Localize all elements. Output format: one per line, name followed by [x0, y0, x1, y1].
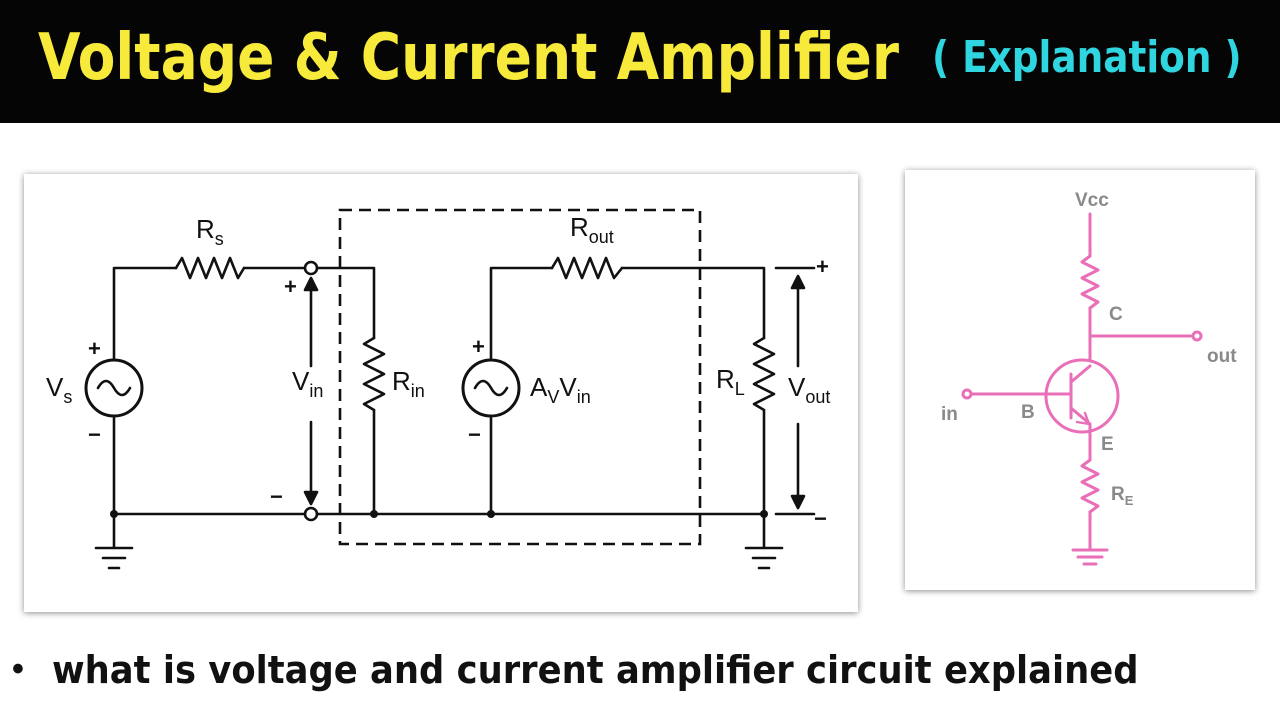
wire-rout-to-load: [620, 266, 766, 340]
ground-left-icon: [94, 512, 134, 570]
sign-vout-plus: +: [816, 254, 829, 279]
sign-vs-plus: +: [88, 336, 101, 361]
label-base: B: [1021, 402, 1035, 423]
sign-av-plus: +: [472, 334, 485, 359]
label-vs: Vs: [46, 372, 72, 407]
wire-source-top: [112, 266, 178, 516]
label-rin: Rin: [392, 366, 425, 401]
transistor-body: [1044, 358, 1120, 434]
caption-bullet: •: [12, 650, 24, 688]
resistor-emitter: [1080, 458, 1100, 514]
sign-vs-minus: −: [88, 422, 101, 447]
label-rl: RL: [716, 364, 745, 399]
label-rs: Rs: [196, 214, 224, 249]
source-vs-wave: [96, 379, 132, 397]
source-vs: [84, 358, 144, 418]
terminal-in-bottom: [303, 506, 319, 522]
transistor-circuit-diagram: Vcc C out in B E RE: [941, 190, 1237, 566]
wire-dep-source: [489, 266, 554, 516]
label-av-vin: AVVin: [530, 372, 591, 407]
amplifier-circuit-diagram: Rs Rout Vs Vin Rin AVVin RL Vout + − + −…: [46, 208, 830, 570]
terminal-in-top: [303, 260, 319, 276]
transistor-base: [967, 372, 1073, 420]
label-re: RE: [1111, 484, 1134, 508]
source-av-vin: [461, 358, 521, 418]
label-vcc: Vcc: [1075, 190, 1109, 211]
label-vin: Vin: [292, 366, 323, 401]
resistor-rl: [752, 336, 776, 412]
transistor-circuit-panel: Vcc C out in B E RE: [905, 170, 1255, 590]
wire-in-top: [315, 266, 376, 340]
label-rout: Rout: [570, 212, 614, 247]
terminal-out: [1191, 330, 1203, 342]
label-vout: Vout: [788, 372, 830, 407]
sign-vin-plus: +: [284, 274, 297, 299]
amplifier-circuit-panel: Rs Rout Vs Vin Rin AVVin RL Vout + − + −…: [24, 174, 858, 612]
page-subtitle: ( Explanation ): [932, 32, 1242, 83]
resistor-rs: [174, 256, 246, 280]
sign-vout-minus: −: [814, 506, 827, 531]
sign-vin-minus: −: [270, 484, 283, 509]
label-emitter: E: [1101, 434, 1114, 455]
page-title: Voltage & Current Amplifier: [38, 21, 899, 95]
label-out: out: [1207, 346, 1237, 367]
ground-icon: [1071, 548, 1109, 566]
transistor-collector-lead: [1069, 364, 1092, 384]
title-banner: Voltage & Current Amplifier ( Explanatio…: [0, 0, 1280, 123]
resistor-rout: [550, 256, 624, 280]
caption-text: what is voltage and current amplifier ci…: [52, 648, 1139, 692]
label-in: in: [941, 404, 958, 425]
label-collector: C: [1109, 304, 1123, 325]
ground-right-icon: [744, 512, 784, 570]
sign-av-minus: −: [468, 422, 481, 447]
terminal-in: [961, 388, 973, 400]
wire-collector: [1088, 306, 1197, 362]
resistor-collector: [1080, 254, 1100, 310]
amplifier-box: [338, 208, 702, 546]
resistor-rin: [362, 336, 386, 412]
